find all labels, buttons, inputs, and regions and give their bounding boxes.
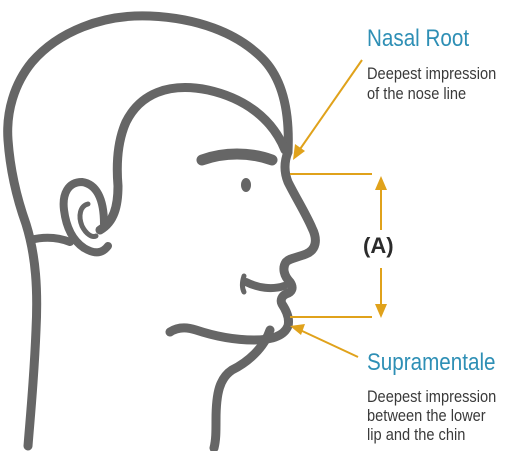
supramentale-leader	[300, 330, 358, 357]
measurement-label: (A)	[363, 233, 394, 259]
head-outline	[8, 16, 289, 446]
supramentale-desc-line-2: between the lower	[367, 406, 486, 425]
eyebrow	[202, 154, 272, 160]
nasal-root-desc-line-1: Deepest impression	[367, 64, 496, 83]
supramentale-title: Supramentale	[367, 349, 496, 377]
nasal-root-desc-line-2: of the nose line	[367, 84, 466, 103]
nasal-root-title: Nasal Root	[367, 25, 469, 53]
supramentale-desc-line-3: lip and the chin	[367, 425, 465, 444]
neck-front	[214, 330, 270, 448]
neck-back	[30, 238, 70, 242]
mouth	[246, 282, 284, 288]
arrowhead-up-icon	[375, 176, 387, 190]
arrowhead-down-icon	[375, 304, 387, 318]
eye	[241, 178, 251, 192]
nasal-root-leader	[298, 60, 362, 152]
supramentale-desc-line-1: Deepest impression	[367, 387, 496, 406]
mouth-corner	[243, 276, 245, 292]
nasal-root-arrowhead-icon	[293, 144, 305, 160]
ear-inner	[80, 204, 96, 237]
